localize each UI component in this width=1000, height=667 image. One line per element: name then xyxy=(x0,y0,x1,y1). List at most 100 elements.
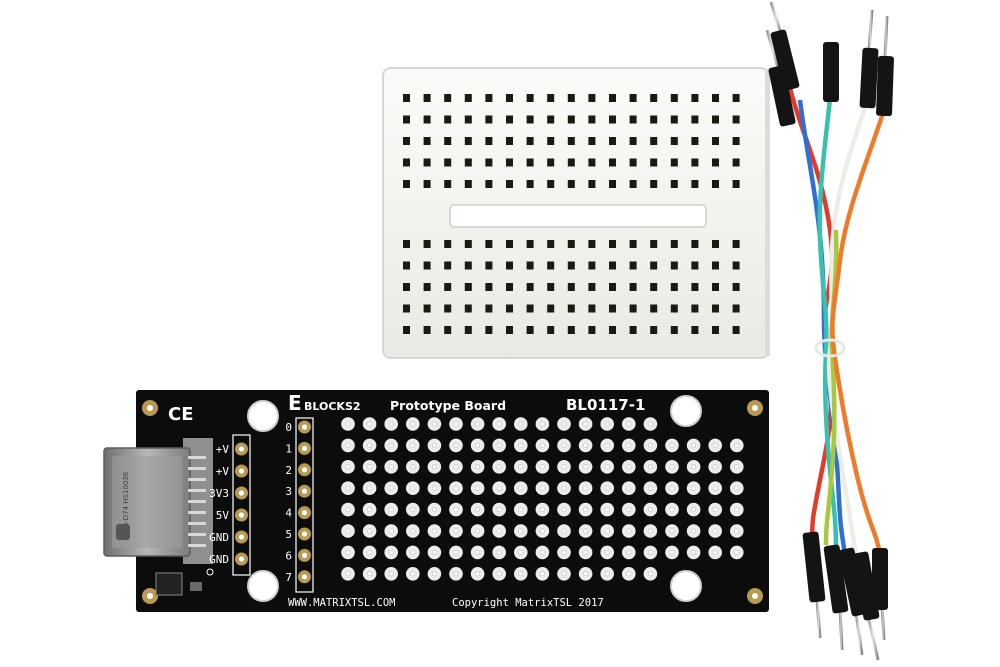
mounting-hole xyxy=(247,400,279,432)
connector-pin xyxy=(188,544,206,547)
breadboard-hole xyxy=(629,240,637,248)
breadboard-hole xyxy=(712,304,719,313)
jumper-housing xyxy=(876,55,894,117)
power-header-outline xyxy=(232,434,251,576)
breadboard-hole xyxy=(588,115,596,124)
breadboard-hole xyxy=(629,94,637,102)
breadboard-hole xyxy=(567,283,575,291)
breadboard-hole xyxy=(712,94,719,102)
breadboard-hole xyxy=(650,158,658,167)
gpio-header-outline xyxy=(295,417,314,593)
pin-number: 3 xyxy=(285,485,292,498)
breadboard-hole xyxy=(526,240,534,248)
breadboard-hole xyxy=(732,180,740,188)
bottom-connectors xyxy=(802,531,888,661)
breadboard-hole xyxy=(403,304,410,313)
breadboard-hole xyxy=(588,137,596,145)
jumper-housing xyxy=(859,47,879,109)
breadboard-hole xyxy=(712,180,719,188)
breadboard-hole xyxy=(588,304,596,313)
breadboard-hole xyxy=(444,326,452,334)
website-text: WWW.MATRIXTSL.COM xyxy=(288,597,395,609)
breadboard-hole xyxy=(691,283,699,291)
breadboard-hole xyxy=(547,94,555,102)
breadboard-hole xyxy=(403,261,410,270)
breadboard-hole xyxy=(423,115,431,124)
pin-number: 6 xyxy=(285,549,292,562)
breadboard-hole xyxy=(444,304,452,313)
breadboard-hole xyxy=(403,180,410,188)
breadboard-hole xyxy=(547,115,555,124)
breadboard-hole xyxy=(712,283,719,291)
breadboard-hole xyxy=(444,261,452,270)
breadboard-hole xyxy=(403,240,410,248)
jumper-housing xyxy=(802,531,826,603)
ce-mark: CE xyxy=(168,404,194,425)
breadboard-hole xyxy=(485,240,493,248)
breadboard-hole xyxy=(670,158,678,167)
connector-pin xyxy=(188,467,206,470)
breadboard-hole xyxy=(506,180,513,188)
breadboard-hole xyxy=(464,115,472,124)
connector-pin xyxy=(188,489,206,492)
breadboard-hole xyxy=(691,158,699,167)
breadboard-hole xyxy=(588,94,596,102)
prototype-board: CE E BLOCKS2 Prototype Board BL0117-1 HD… xyxy=(103,390,769,612)
breadboard-hole xyxy=(691,261,699,270)
breadboard-hole xyxy=(588,261,596,270)
breadboard-hole xyxy=(485,283,493,291)
breadboard-hole xyxy=(567,326,575,334)
power-label: +V xyxy=(216,465,230,478)
breadboard-hole xyxy=(609,283,616,291)
breadboard-hole xyxy=(629,304,637,313)
breadboard-hole xyxy=(691,240,699,248)
breadboard-hole xyxy=(526,94,534,102)
breadboard-hole xyxy=(691,326,699,334)
breadboard-center-channel xyxy=(449,204,707,228)
power-label: GND xyxy=(209,531,229,544)
breadboard-hole xyxy=(588,326,596,334)
breadboard-hole xyxy=(423,158,431,167)
breadboard-hole xyxy=(547,180,555,188)
breadboard-hole xyxy=(423,240,431,248)
breadboard-hole xyxy=(506,261,513,270)
connector-pin xyxy=(188,456,206,459)
breadboard-hole xyxy=(464,180,472,188)
breadboard-hole xyxy=(650,180,658,188)
breadboard-hole xyxy=(629,283,637,291)
breadboard-hole xyxy=(567,115,575,124)
breadboard-hole xyxy=(547,261,555,270)
breadboard-hole xyxy=(629,158,637,167)
breadboard-hole xyxy=(691,94,699,102)
breadboard-hole xyxy=(423,261,431,270)
breadboard-hole xyxy=(567,158,575,167)
eblocks-logo-e: E xyxy=(288,391,302,415)
wire-tie xyxy=(814,338,846,358)
pin-number: 0 xyxy=(285,421,292,434)
orange-wire xyxy=(830,109,887,556)
breadboard-hole xyxy=(732,94,740,102)
jumper-housing xyxy=(823,544,849,614)
breadboard-hole xyxy=(712,115,719,124)
power-label: +V xyxy=(216,443,230,456)
pin-number: 7 xyxy=(285,571,292,584)
breadboard-hole xyxy=(444,240,452,248)
breadboard-hole xyxy=(423,137,431,145)
breadboard-hole xyxy=(526,115,534,124)
gpio-header-pads xyxy=(298,420,311,584)
breadboard-hole xyxy=(609,180,616,188)
breadboard-hole xyxy=(629,115,637,124)
breadboard-hole xyxy=(526,283,534,291)
breadboard-hole xyxy=(650,283,658,291)
breadboard-hole xyxy=(526,158,534,167)
breadboard-hole xyxy=(444,283,452,291)
breadboard-hole xyxy=(609,137,616,145)
mini-breadboard xyxy=(382,67,770,359)
breadboard-hole xyxy=(732,158,740,167)
breadboard-hole xyxy=(506,115,513,124)
breadboard-hole xyxy=(464,304,472,313)
breadboard-hole xyxy=(403,283,410,291)
breadboard-hole xyxy=(547,326,555,334)
